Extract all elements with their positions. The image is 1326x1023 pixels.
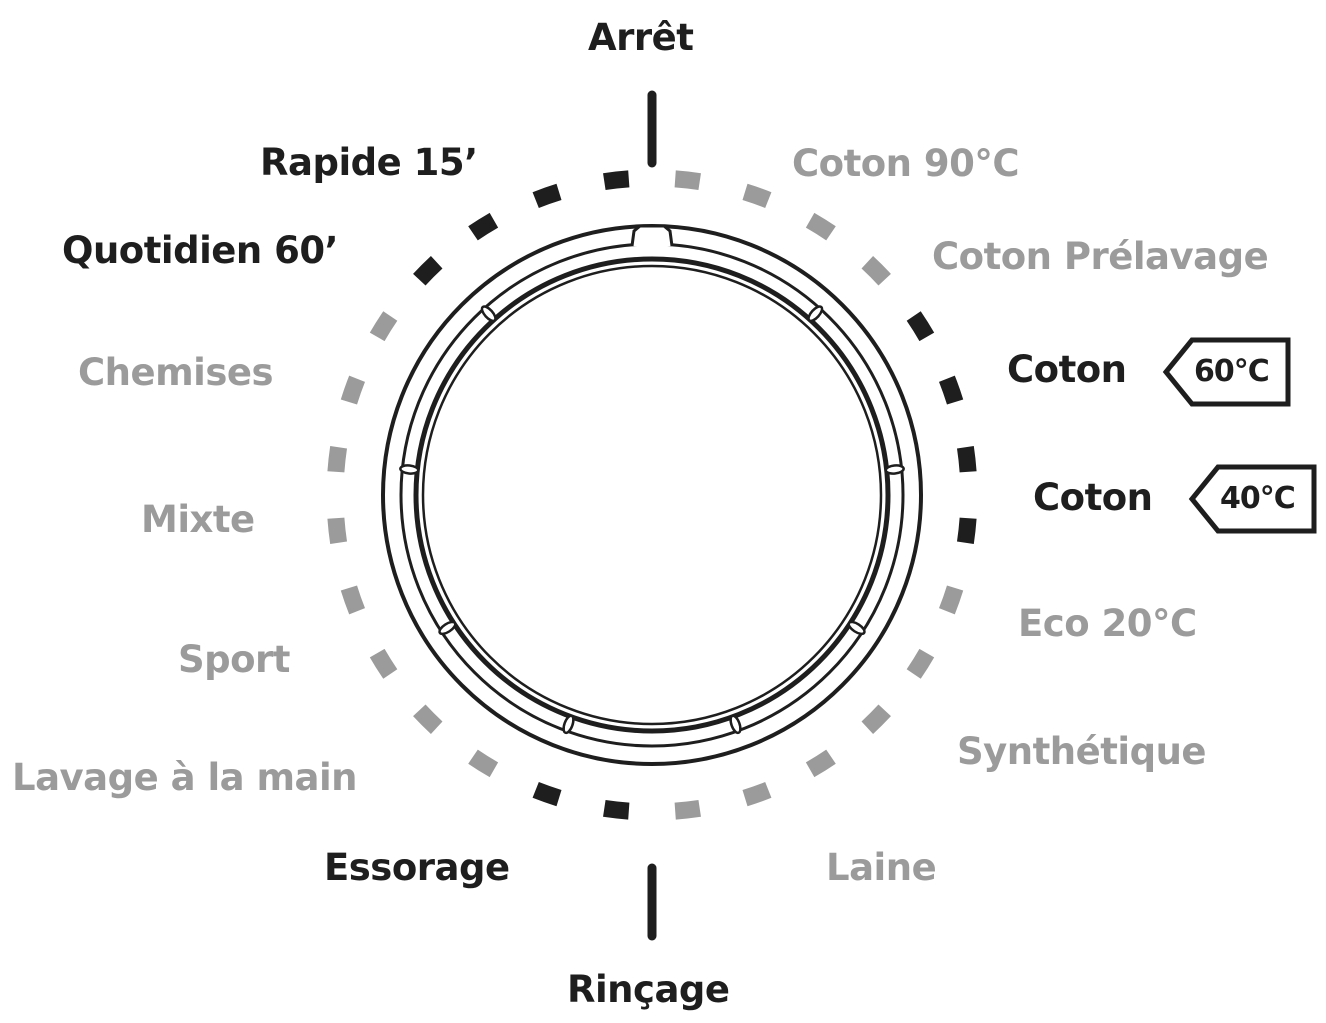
knob-tick: [480, 305, 497, 323]
knob-tick: [847, 620, 866, 636]
temperature-tag-icon: [1162, 337, 1291, 407]
label-lavage-main[interactable]: Lavage à la main: [12, 756, 358, 799]
label-rapide-15[interactable]: Rapide 15’: [260, 141, 478, 184]
dial-segment: [603, 799, 630, 820]
label-synthetique[interactable]: Synthétique: [957, 730, 1207, 773]
dial-segment: [327, 446, 348, 473]
dial-segment: [956, 517, 977, 544]
dial-segment: [674, 170, 701, 191]
dial-segment: [532, 183, 562, 209]
dial-segment: [603, 170, 630, 191]
dial-segment: [468, 212, 499, 241]
dial-segment: [805, 212, 836, 241]
dial-segment: [413, 256, 443, 286]
label-coton-60[interactable]: Coton: [1007, 348, 1127, 391]
knob-ticks: [399, 305, 905, 735]
dial-segments: [327, 170, 977, 820]
label-coton-40[interactable]: Coton: [1033, 476, 1153, 519]
label-laine[interactable]: Laine: [826, 846, 937, 889]
dial-segment: [938, 585, 964, 615]
label-stop[interactable]: Arrêt: [588, 16, 694, 59]
knob-tick: [438, 620, 457, 636]
temp-tag-40: 40°C: [1220, 481, 1296, 516]
dial-segment: [956, 446, 977, 473]
knob-tick: [729, 714, 742, 735]
dial-segment: [340, 375, 366, 405]
dial-segment: [413, 704, 443, 734]
dial-knob[interactable]: [381, 224, 923, 766]
dial-segment: [468, 749, 499, 778]
dial-segment: [861, 704, 891, 734]
label-coton-prelavage[interactable]: Coton Prélavage: [932, 235, 1269, 278]
dial-segment: [742, 183, 772, 209]
label-chemises[interactable]: Chemises: [78, 351, 273, 394]
dial-segment: [742, 781, 772, 807]
dial-segment: [805, 749, 836, 778]
knob-tick: [884, 464, 905, 475]
temperature-tag-icon: [1188, 464, 1317, 534]
dial-segment: [369, 311, 398, 342]
knob-tick: [399, 464, 420, 475]
label-quotidien-60[interactable]: Quotidien 60’: [62, 229, 339, 272]
label-rinse[interactable]: Rinçage: [567, 968, 730, 1011]
knob-tick: [807, 305, 824, 323]
dial-segment: [532, 781, 562, 807]
label-mixte[interactable]: Mixte: [141, 498, 255, 541]
dial-segment: [938, 375, 964, 405]
dial-segment: [906, 311, 935, 342]
knob-tick: [562, 714, 575, 735]
label-coton-90[interactable]: Coton 90°C: [792, 142, 1020, 185]
label-essorage[interactable]: Essorage: [324, 846, 510, 889]
dial-segment: [906, 648, 935, 679]
dial-segment: [861, 256, 891, 286]
temp-tag-60: 60°C: [1194, 354, 1270, 389]
dial-segment: [327, 517, 348, 544]
dial-segment: [674, 799, 701, 820]
dial-segment: [369, 648, 398, 679]
label-sport[interactable]: Sport: [178, 638, 291, 681]
dial-segment: [340, 585, 366, 615]
knob-pointer-notch: [630, 224, 674, 247]
label-eco-20[interactable]: Eco 20°C: [1018, 602, 1197, 645]
